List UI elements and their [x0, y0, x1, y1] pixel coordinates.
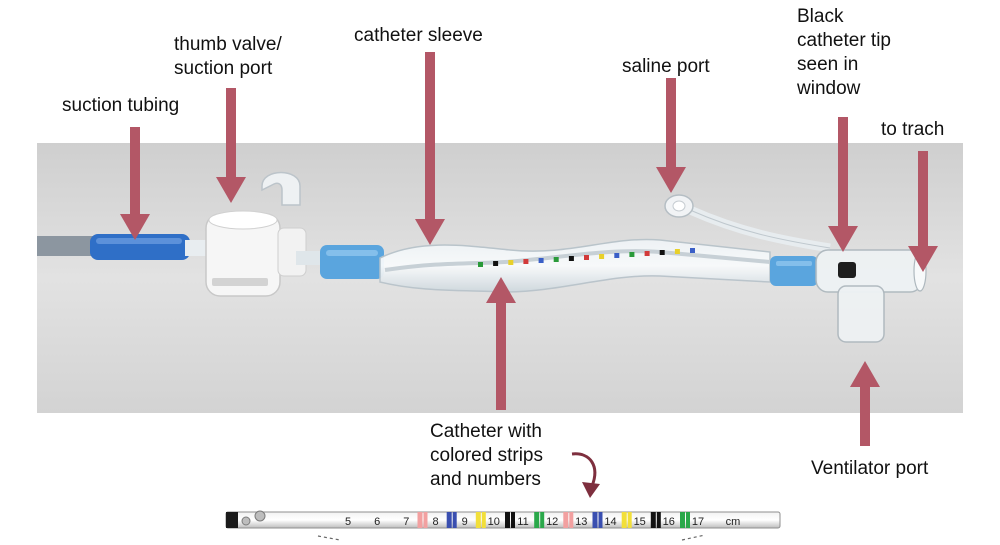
catheter-scale: 5 6 7 8 9 10 11 12 13 14 15 16 17 cm: [225, 510, 781, 541]
thumb-valve-clip: [261, 171, 301, 206]
scale-unit: cm: [726, 516, 741, 528]
scale-color-band: [569, 512, 574, 528]
scale-number: 12: [546, 516, 558, 528]
scale-color-band: [417, 512, 423, 528]
scale-color-band: [592, 512, 598, 528]
label-thumb-valve: thumb valve/ suction port: [174, 34, 282, 79]
label-catheter-strips: Catheter with colored strips and numbers: [430, 421, 543, 490]
label-suction-tubing: suction tubing: [62, 95, 180, 116]
scale-number: 17: [692, 516, 704, 528]
sleeve-strip: [674, 249, 680, 254]
scale-color-band: [680, 512, 685, 528]
arrow-catheter-sleeve: [415, 52, 445, 245]
scale-black-tip: [226, 512, 238, 528]
pointer-arrows: [120, 52, 938, 498]
scale-color-band: [481, 512, 486, 528]
scale-number: 8: [432, 516, 438, 528]
sleeve-strip: [584, 255, 589, 260]
catheter-tip-window: [838, 262, 856, 278]
thumb-valve: [205, 171, 307, 297]
sleeve-strip: [599, 254, 605, 259]
sleeve-strip: [690, 248, 695, 253]
sleeve-strip: [478, 262, 483, 267]
scale-hole-1: [241, 516, 251, 526]
scale-color-band: [598, 512, 603, 528]
scale-color-band: [511, 512, 515, 528]
label-ventilator-port: Ventilator port: [811, 458, 929, 479]
arrow-saline-port: [656, 78, 686, 193]
scale-color-band: [621, 512, 627, 528]
blue-tubing-connector: [90, 234, 190, 260]
scale-color-band: [452, 512, 457, 528]
arrow-catheter-tip: [828, 117, 858, 252]
arrow-catheter-strips: [486, 277, 516, 410]
scale-number: 6: [374, 516, 380, 528]
scale-color-band: [540, 512, 545, 528]
scale-number: 14: [604, 516, 616, 528]
sleeve-strip: [553, 257, 559, 262]
sleeve-strip: [493, 261, 499, 266]
catheter-tip-connector: [770, 256, 818, 286]
scale-number: 9: [462, 516, 468, 528]
scale-color-band: [423, 512, 428, 528]
t-piece-adapter: [815, 249, 927, 343]
catheter-color-strips: [478, 248, 695, 267]
scale-color-band: [475, 512, 481, 528]
label-to-trach: to trach: [881, 119, 945, 140]
scale-color-band: [563, 512, 569, 528]
sleeve-strip: [568, 256, 574, 261]
label-catheter-tip: Black catheter tip seen in window: [797, 6, 891, 99]
sleeve-strip: [629, 252, 635, 257]
sleeve-strip: [659, 250, 665, 255]
sleeve-strip: [644, 251, 650, 256]
arrow-to-trach: [908, 151, 938, 272]
sleeve-strip: [614, 253, 620, 258]
curved-arrow-icon: [571, 452, 600, 498]
arrow-suction-tubing: [120, 127, 150, 240]
scale-number: 7: [403, 516, 409, 528]
scale-number: 15: [634, 516, 646, 528]
sleeve-strip: [508, 260, 514, 265]
scale-number: 16: [663, 516, 675, 528]
scale-number: 10: [488, 516, 500, 528]
arrow-ventilator-port: [850, 361, 880, 446]
sleeve-strip: [538, 258, 544, 263]
suction-tubing: [37, 236, 97, 256]
scale-color-band: [686, 512, 690, 528]
scale-color-band: [534, 512, 540, 528]
scale-number: 13: [575, 516, 587, 528]
scale-color-band: [627, 512, 632, 528]
sleeve-strip: [523, 259, 529, 264]
scale-number: 5: [345, 516, 351, 528]
label-catheter-sleeve: catheter sleeve: [354, 25, 483, 46]
scale-hole-2: [254, 510, 266, 522]
scale-color-band: [656, 512, 661, 528]
label-saline-port: saline port: [622, 56, 710, 77]
scale-color-band: [650, 512, 656, 528]
scale-color-band: [505, 512, 510, 528]
scale-number: 11: [517, 516, 528, 528]
arrow-thumb-valve: [216, 88, 246, 203]
scale-color-band: [446, 512, 452, 528]
saline-port-cap: [664, 194, 694, 218]
